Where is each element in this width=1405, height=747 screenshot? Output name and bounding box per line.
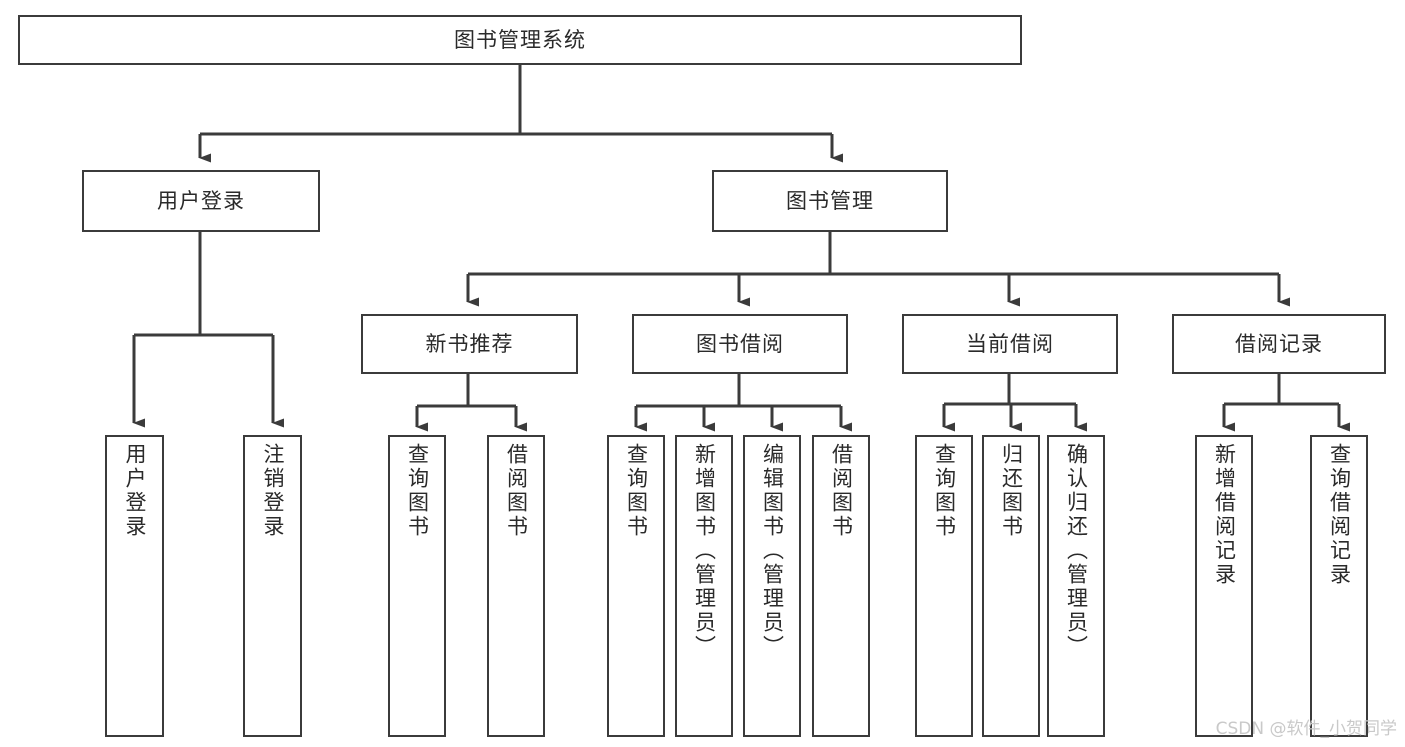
node-borrow-record[interactable]: 借阅记录 [1172,314,1386,374]
node-label: 查询图书 [405,443,430,539]
node-leaf-borrow-book-2[interactable]: 借阅图书 [812,435,870,737]
node-new-book-rec[interactable]: 新书推荐 [361,314,578,374]
node-label: 查询借阅记录 [1327,443,1352,587]
node-leaf-return-book[interactable]: 归还图书 [982,435,1040,737]
node-label: 当前借阅 [966,331,1054,356]
node-book-borrow[interactable]: 图书借阅 [632,314,848,374]
node-leaf-confirm-return[interactable]: 确认归还（管理员） [1047,435,1105,737]
node-label: 新增图书（管理员） [692,443,717,659]
node-leaf-query-book-3[interactable]: 查询图书 [915,435,973,737]
node-label: 确认归还（管理员） [1064,443,1089,659]
node-label: 编辑图书（管理员） [760,443,785,659]
node-label: 借阅图书 [504,443,529,539]
node-label: 借阅记录 [1235,331,1323,356]
node-label: 新增借阅记录 [1212,443,1237,587]
node-current-borrow[interactable]: 当前借阅 [902,314,1118,374]
node-leaf-query-record[interactable]: 查询借阅记录 [1310,435,1368,737]
node-book-manage[interactable]: 图书管理 [712,170,948,232]
node-leaf-edit-book[interactable]: 编辑图书（管理员） [743,435,801,737]
node-label: 借阅图书 [829,443,854,539]
node-leaf-add-book[interactable]: 新增图书（管理员） [675,435,733,737]
watermark: CSDN @软件_小贺同学 [1215,719,1397,739]
node-label: 用户登录 [157,188,245,213]
node-label: 查询图书 [624,443,649,539]
node-user-login[interactable]: 用户登录 [82,170,320,232]
node-label: 图书管理系统 [454,27,586,52]
node-label: 注销登录 [261,443,285,539]
node-label: 用户登录 [123,443,147,539]
node-leaf-add-record[interactable]: 新增借阅记录 [1195,435,1253,737]
node-leaf-query-book-2[interactable]: 查询图书 [607,435,665,737]
node-root[interactable]: 图书管理系统 [18,15,1022,65]
node-label: 图书借阅 [696,331,784,356]
node-label: 查询图书 [932,443,957,539]
node-label: 新书推荐 [425,331,514,356]
node-label: 归还图书 [999,443,1024,539]
node-leaf-user-login[interactable]: 用户登录 [105,435,164,737]
node-leaf-user-logout[interactable]: 注销登录 [243,435,302,737]
node-leaf-borrow-book-1[interactable]: 借阅图书 [487,435,545,737]
node-leaf-query-book-1[interactable]: 查询图书 [388,435,446,737]
node-label: 图书管理 [786,188,874,213]
